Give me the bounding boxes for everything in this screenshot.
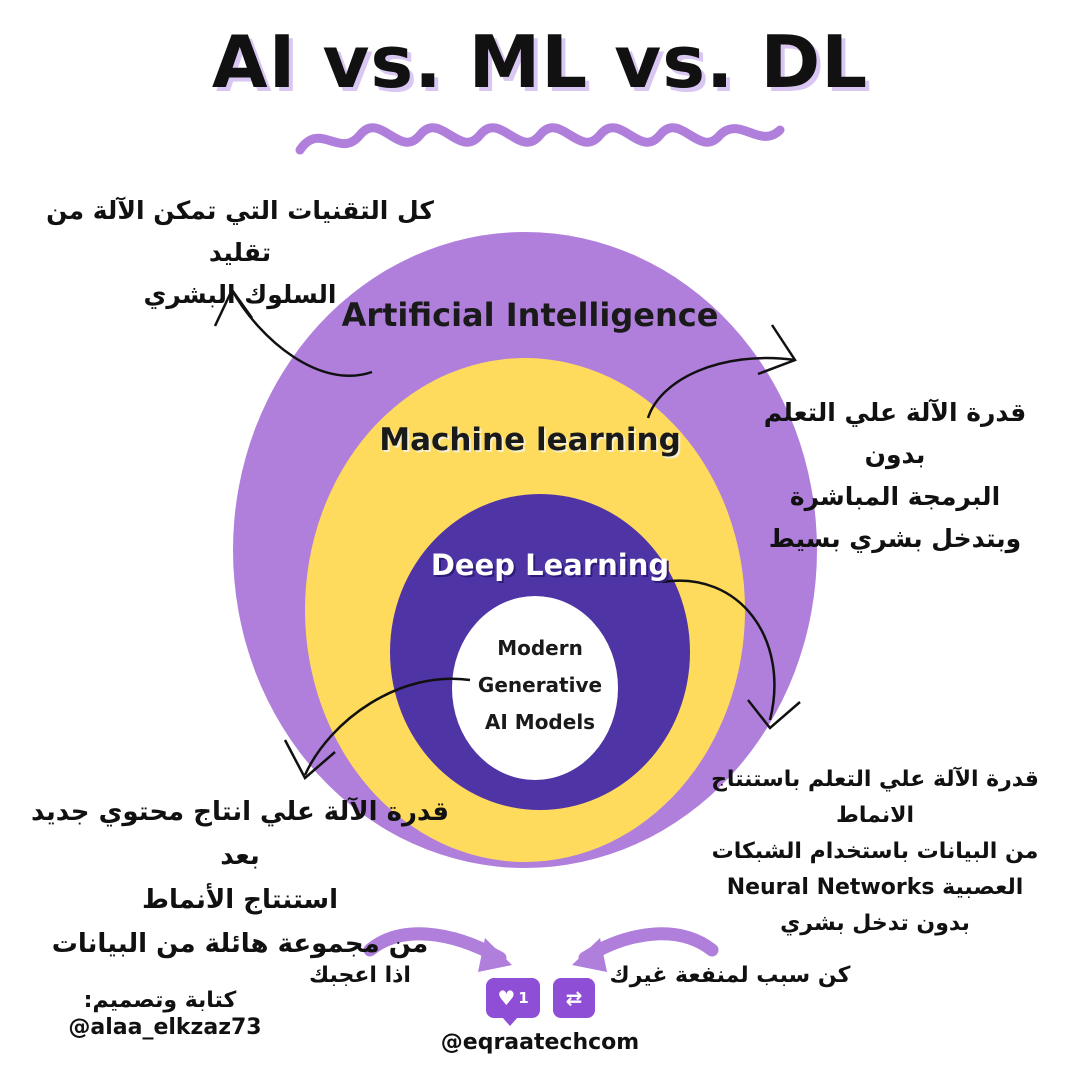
ml-description-line: قدرة الآلة علي التعلم بدون <box>763 398 1027 469</box>
dl-arrow-head <box>747 699 801 730</box>
gen-label-line: AI Models <box>484 710 596 734</box>
dl-label: Deep Learning <box>430 548 670 582</box>
gen-arrow-head <box>283 739 336 780</box>
repost-icon: ⇄ <box>565 986 583 1010</box>
gen-label: Modern Generative AI Models <box>460 630 620 741</box>
page-title: AI vs. ML vs. DL <box>211 20 869 104</box>
share-button[interactable]: ⇄ <box>553 978 595 1018</box>
like-arrow-head <box>478 938 512 972</box>
dl-description-line: بدون تدخل بشري <box>780 911 970 936</box>
ml-label: Machine learning <box>379 422 681 458</box>
gen-description-line: استنتاج الأنماط <box>141 885 339 915</box>
like-count: 1 <box>518 989 529 1007</box>
ai-label: Artificial Intelligence <box>341 296 719 334</box>
gen-description-line: قدرة الآلة علي انتاج محتوي جديد بعد <box>30 797 449 871</box>
ml-description-line: وبتدخل بشري بسيط <box>768 524 1022 553</box>
dl-description-line: من البيانات باستخدام الشبكات <box>711 839 1039 864</box>
dl-description: قدرة الآلة علي التعلم باستنتاج الانماط م… <box>670 762 1080 942</box>
gen-description-line: من مجموعة هائلة من البيانات <box>51 929 429 959</box>
ml-description-line: البرمجة المباشرة <box>789 482 1001 511</box>
gen-label-line: Generative <box>477 673 603 697</box>
title-squiggle <box>295 123 785 155</box>
ml-arrow-head <box>757 324 797 376</box>
gen-circle <box>452 596 618 780</box>
share-arrow-head <box>572 938 607 972</box>
gen-arrow <box>303 677 471 776</box>
heart-icon: ♥ <box>497 986 516 1010</box>
ai-arrow-head <box>213 287 254 327</box>
dl-description-line: العصبية Neural Networks <box>726 875 1024 900</box>
share-prompt: كن سبب لمنفعة غيرك <box>609 963 851 988</box>
like-prompt: اذا اعجبك <box>309 963 411 988</box>
like-button[interactable]: ♥ 1 <box>486 978 540 1026</box>
credit-label: كتابة وتصميم: <box>83 988 237 1013</box>
dl-description-line: قدرة الآلة علي التعلم باستنتاج الانماط <box>711 767 1039 828</box>
like-button-tail <box>502 1017 518 1026</box>
ai-description-line: كل التقنيات التي تمكن الآلة من تقليد <box>46 196 434 267</box>
dl-arrow <box>661 579 776 721</box>
ai-description-line: السلوك البشري <box>143 280 337 309</box>
ml-arrow <box>646 356 796 419</box>
credit-handle[interactable]: @alaa_elkzaz73 <box>68 1015 262 1040</box>
gen-description: قدرة الآلة علي انتاج محتوي جديد بعد استن… <box>25 790 455 966</box>
ml-description: قدرة الآلة علي التعلم بدون البرمجة المبا… <box>740 392 1050 560</box>
ai-description: كل التقنيات التي تمكن الآلة من تقليد الس… <box>30 190 450 316</box>
gen-label-line: Modern <box>497 636 583 660</box>
account-handle[interactable]: @eqraatechcom <box>440 1030 640 1055</box>
